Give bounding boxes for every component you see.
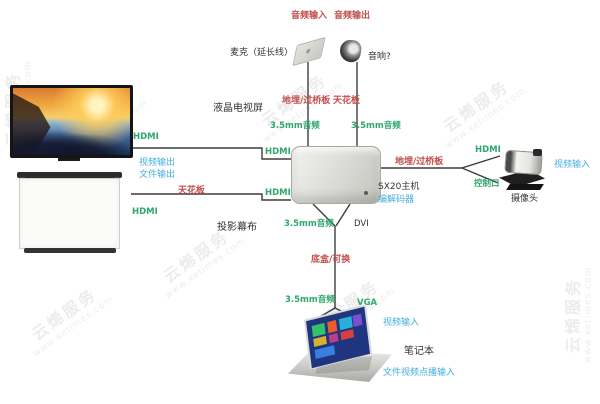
label-hdmi-host-screen: HDMI <box>265 188 291 198</box>
label-laptop: 笔记本 <box>404 346 434 357</box>
label-hdmi-host-tv: HDMI <box>265 147 291 157</box>
label-ceiling-top: 天花板 <box>333 96 361 106</box>
label-laptop-vod-input: 文件视频点播输入 <box>383 368 456 378</box>
label-audio-cable-speaker: 3.5mm音频 <box>351 121 401 131</box>
codec-led <box>364 191 368 195</box>
label-floor-duct-right: 地埋/过桥板 <box>395 157 444 167</box>
label-speaker: 音响? <box>368 52 391 62</box>
label-laptop-video-input: 视频输入 <box>383 318 420 328</box>
label-lcd-tv: 液晶电视屏 <box>213 103 263 114</box>
camera-foot <box>506 184 544 190</box>
lcd-tv <box>10 85 133 158</box>
projection-screen <box>19 178 120 249</box>
label-tv-video-output: 视频输出 <box>139 158 176 168</box>
label-audio-cable-mic: 3.5mm音频 <box>270 121 320 131</box>
label-camera-video-input: 视频输入 <box>554 160 591 170</box>
label-vga: VGA <box>357 298 378 308</box>
tv-stand <box>58 158 80 161</box>
label-floor-box: 底盒/可换 <box>311 255 351 265</box>
projection-screen-top-bar <box>17 172 122 178</box>
sx20-codec-host <box>291 146 381 204</box>
label-control-port: 控制口 <box>474 179 500 189</box>
label-audio-output-top: 音频输出 <box>334 11 371 21</box>
label-codec-type: 编解码器 <box>378 195 415 205</box>
label-hdmi-camera: HDMI <box>475 145 501 155</box>
label-floor-duct-left: 地埋/过桥板 <box>282 96 331 106</box>
label-dvi: DVI <box>354 219 369 229</box>
camera-hinge <box>533 149 542 156</box>
label-projection-screen: 投影幕布 <box>217 222 257 233</box>
label-ceiling-screen: 天花板 <box>178 186 206 196</box>
label-tv-file-output: 文件输出 <box>139 170 176 180</box>
label-audio-cable-bottom2: 3.5mm音频 <box>285 295 335 305</box>
label-audio-cable-bottom1: 3.5mm音频 <box>284 219 334 229</box>
label-microphone: 麦克（延长线） <box>230 48 294 58</box>
tv-image-rocks <box>13 124 130 155</box>
label-audio-input-top: 音频输入 <box>291 11 328 21</box>
label-hdmi-tv: HDMI <box>133 132 159 142</box>
label-host: SX20主机 <box>378 182 420 192</box>
projection-screen-weight-bar <box>24 248 116 253</box>
label-camera: 摄像头 <box>511 194 539 204</box>
label-hdmi-screen: HDMI <box>132 207 158 217</box>
